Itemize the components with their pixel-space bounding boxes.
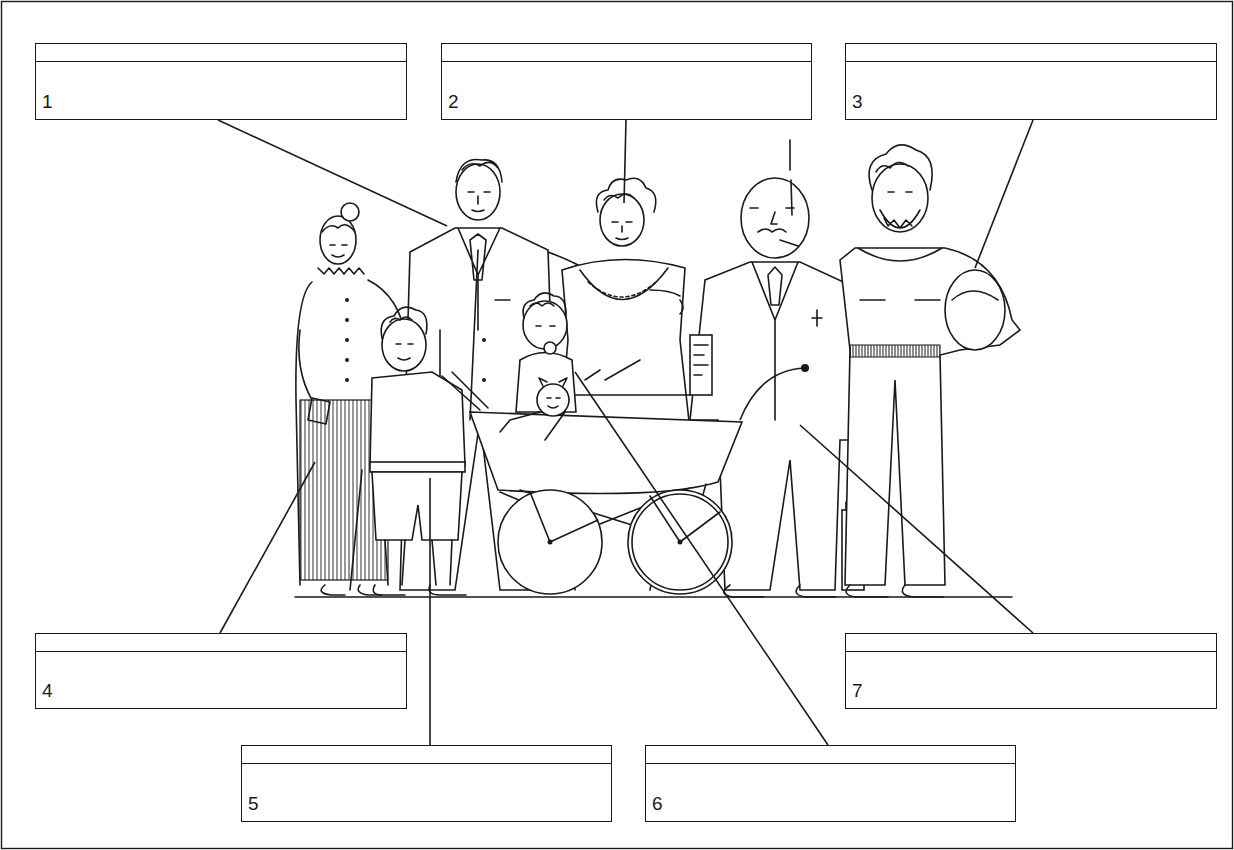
- box-rule: [846, 61, 1216, 62]
- label-box: 4: [35, 633, 407, 709]
- label-box: 5: [241, 745, 612, 822]
- label-box: 1: [35, 43, 407, 120]
- callout-number: 5: [248, 794, 259, 813]
- callout-number: 7: [852, 681, 863, 700]
- motorcyclist-figure: [840, 145, 1020, 597]
- callout-number: 1: [42, 92, 53, 111]
- box-rule: [442, 61, 811, 62]
- pram-figure: [442, 293, 742, 594]
- box-rule: [36, 651, 406, 652]
- box-rule: [36, 61, 406, 62]
- label-box: 7: [845, 633, 1217, 709]
- callout-number: 6: [652, 794, 663, 813]
- callout-number: 3: [852, 92, 863, 111]
- box-rule: [646, 763, 1015, 764]
- boy-figure: [370, 307, 466, 595]
- label-box: 3: [845, 43, 1217, 120]
- callout-number: 4: [42, 681, 53, 700]
- box-rule: [846, 651, 1216, 652]
- box-rule: [242, 763, 611, 764]
- callout-number: 2: [448, 92, 459, 111]
- label-box: 2: [441, 43, 812, 120]
- label-box: 6: [645, 745, 1016, 822]
- ground-line: [295, 596, 1012, 598]
